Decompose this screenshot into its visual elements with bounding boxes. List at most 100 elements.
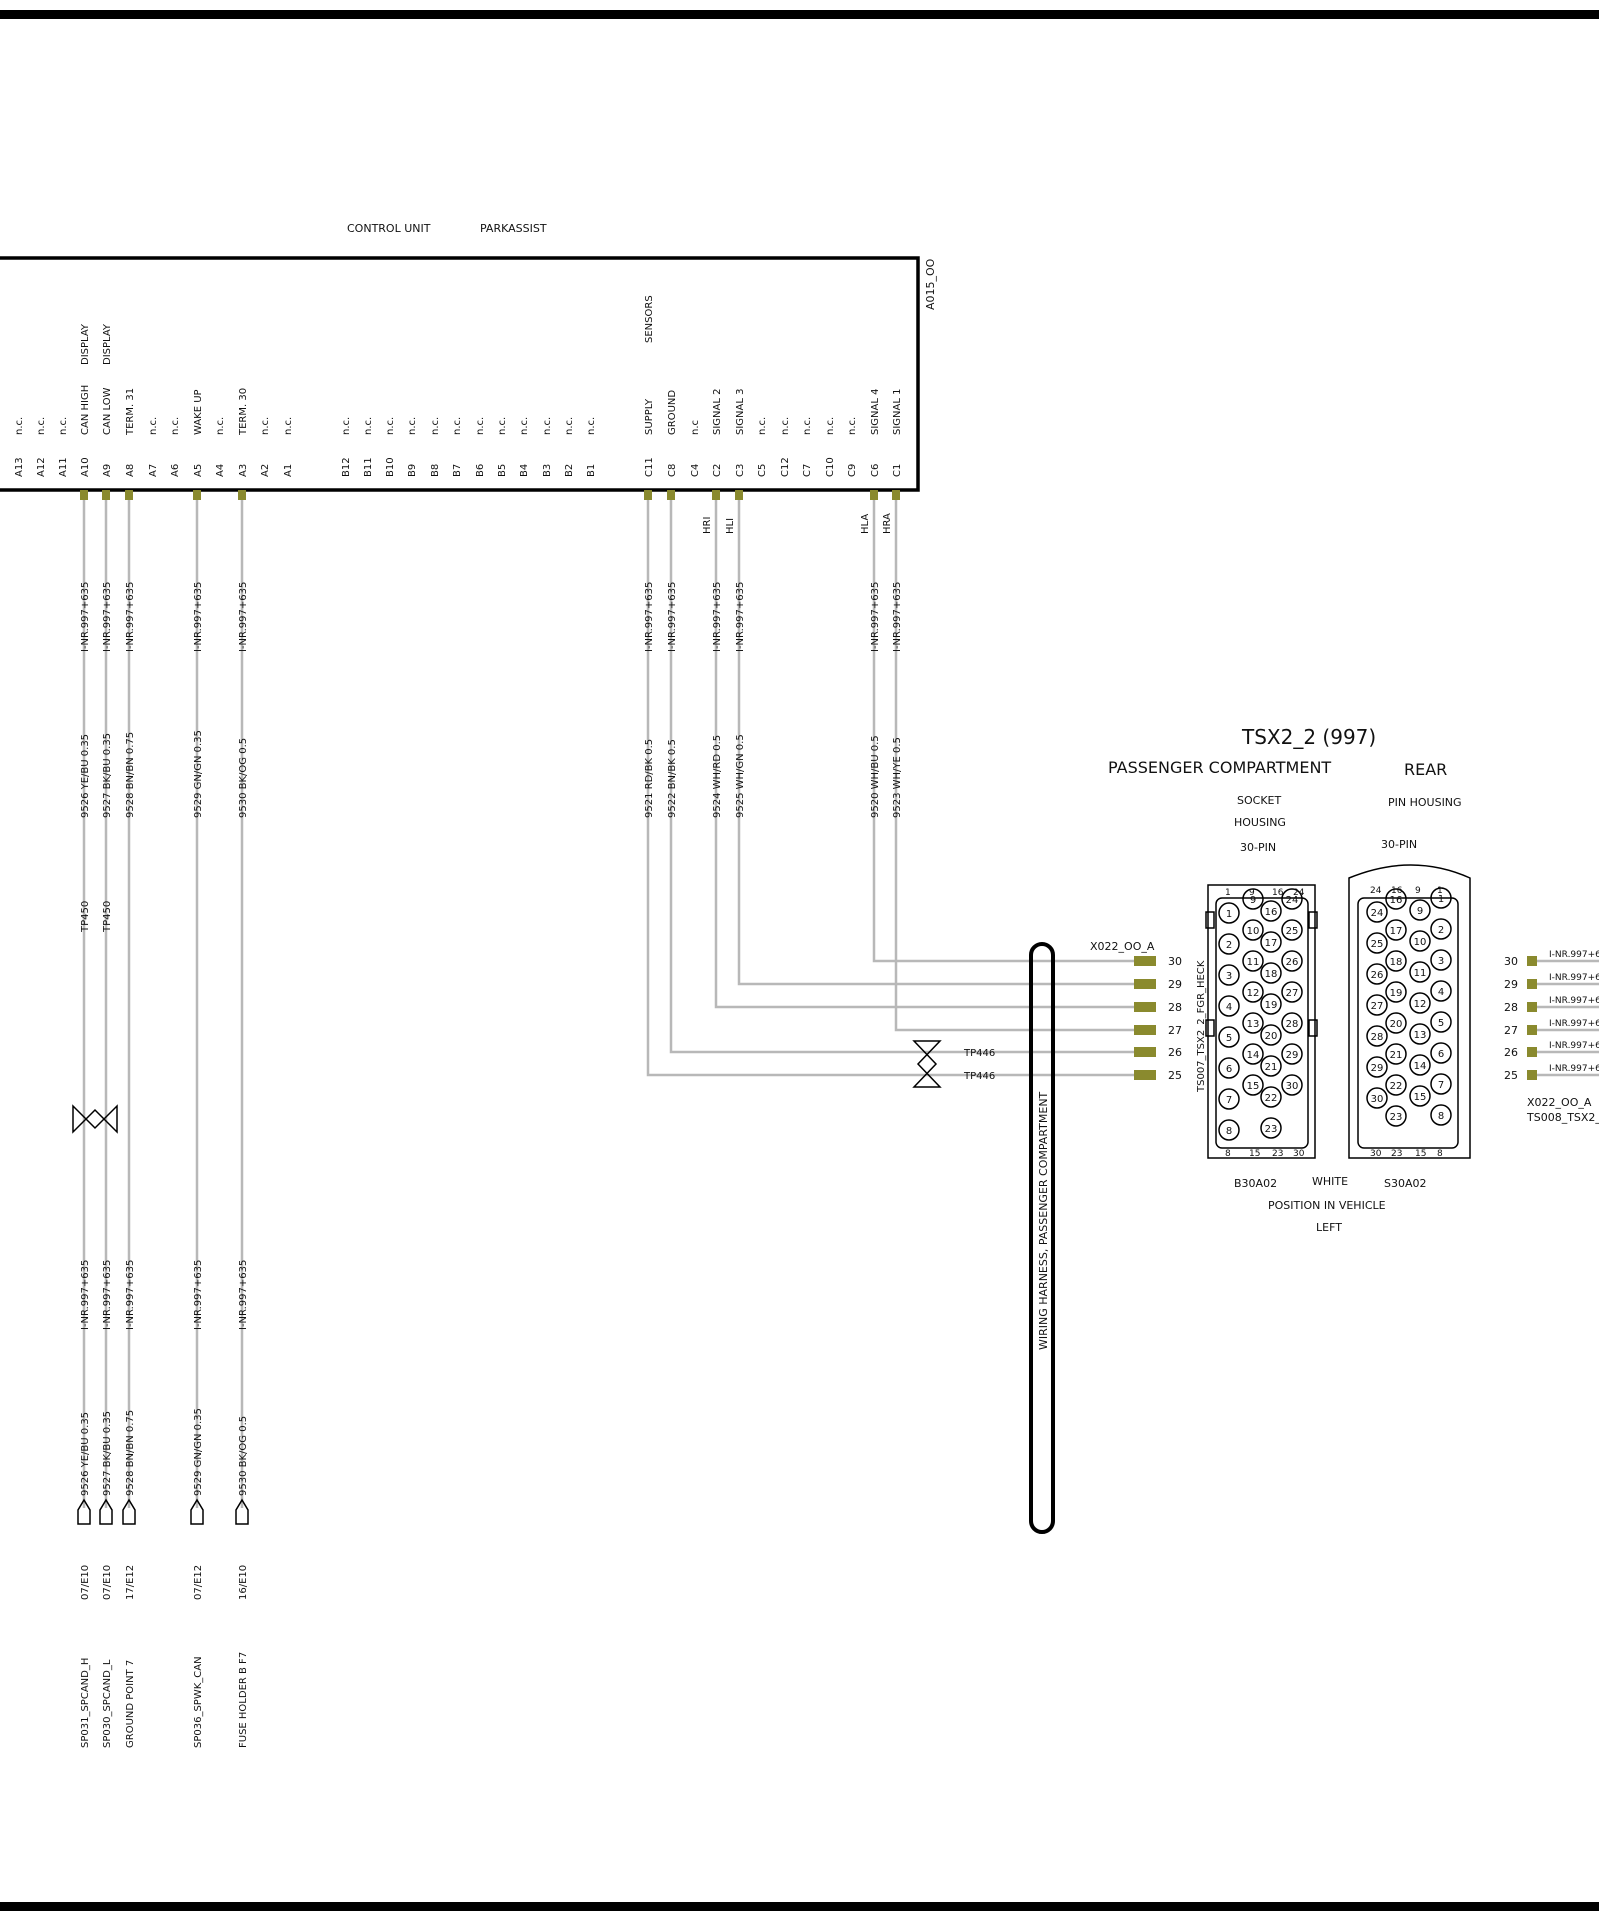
right-pin-number: 30	[1504, 955, 1518, 968]
pin-bottom-index: 8	[1437, 1149, 1443, 1159]
pin-cavity	[1409, 1023, 1431, 1045]
pins_c-color-code: 9524 WH/RD 0.5	[712, 735, 723, 818]
socket-part: B30A02	[1234, 1177, 1277, 1190]
pin-c11-function: SUPPLY	[644, 398, 655, 435]
pins_c-color-code: 9525 WH/GN 0.5	[735, 734, 746, 818]
terminal-pad	[667, 490, 675, 500]
pin-bottom-index: 23	[1391, 1149, 1402, 1159]
terminal-pad	[892, 490, 900, 500]
connector-pin-number: 29	[1168, 978, 1182, 991]
pin-cavity-number: 16	[1390, 895, 1403, 906]
pins_c-insulation: I-NR.997+635	[870, 582, 881, 652]
pin-a6-label: A6	[170, 464, 181, 477]
pin-a12-label: A12	[36, 457, 47, 477]
harness-label: WIRING HARNESS, PASSENGER COMPARTMENT	[1037, 1091, 1050, 1350]
pins_a-insulation: I-NR.997+635	[102, 582, 113, 652]
right-pin-number: 29	[1504, 978, 1518, 991]
pin-cavity-number: 23	[1390, 1112, 1403, 1123]
signal-name: HRA	[882, 513, 893, 534]
pin-c2-label: C2	[712, 464, 723, 477]
pin-cavity-number: 18	[1390, 957, 1403, 968]
pin-c12-function: n.c.	[780, 417, 791, 435]
socket-cavity	[1281, 1074, 1303, 1096]
pin-a4-function: n.c.	[215, 417, 226, 435]
pin-cavity-number: 15	[1414, 1092, 1427, 1103]
insulation-lower: I-NR.997+635	[102, 1260, 113, 1330]
pin-b1-function: n.c.	[586, 417, 597, 435]
pin-a5-label: A5	[193, 464, 204, 477]
pins_c-insulation: I-NR.997+635	[667, 582, 678, 652]
pins_a-color-code: 9528 BN/BN 0.75	[125, 732, 136, 818]
pin-a2-label: A2	[260, 464, 271, 477]
pin-cavity	[1430, 1042, 1452, 1064]
pin-cavity-number: 30	[1371, 1094, 1384, 1105]
terminal-pad	[80, 490, 88, 500]
socket-cavity	[1242, 981, 1264, 1003]
pins_c-color-code: 9523 WH/YE 0.5	[892, 737, 903, 818]
right-insulation: I-NR.997+6	[1549, 950, 1599, 960]
harness-bar	[1029, 942, 1055, 1534]
pins_a-color-code: 9530 BK/OG 0.5	[238, 738, 249, 818]
pin-a1-function: n.c.	[283, 417, 294, 435]
connector-terminal	[1134, 1025, 1156, 1035]
position-label: POSITION IN VEHICLE	[1268, 1199, 1386, 1212]
socket-cavity	[1260, 962, 1282, 984]
socket-top-index: 24	[1293, 888, 1305, 898]
pins_a-color-code: 9527 BK/BU 0.35	[102, 733, 113, 818]
bottom-references: 07/E10SP031_SPCAND_H07/E10SP030_SPCAND_L…	[77, 1498, 249, 1748]
pin-cavity	[1366, 1056, 1388, 1078]
pin-a12-function: n.c.	[36, 417, 47, 435]
control-unit-label: CONTROL UNIT	[347, 222, 431, 235]
pin-b5-function: n.c.	[497, 417, 508, 435]
pin-cavity-number: 22	[1390, 1081, 1403, 1092]
right-terminal	[1527, 1002, 1537, 1012]
terminal-symbol	[235, 1498, 249, 1525]
pin-cavity	[1409, 992, 1431, 1014]
socket-cavity	[1218, 1088, 1240, 1110]
socket-pins: 30-PIN	[1240, 841, 1276, 854]
pin-b3-label: B3	[542, 464, 553, 477]
pin-a10-function: CAN HIGH	[80, 385, 91, 435]
pin-b12-function: n.c.	[341, 417, 352, 435]
pins_c-insulation: I-NR.997+635	[644, 582, 655, 652]
connector-pin-number: 27	[1168, 1024, 1182, 1037]
pins_a-insulation: I-NR.997+635	[193, 582, 204, 652]
pin-cavity	[1385, 1043, 1407, 1065]
socket-latch	[1205, 1019, 1215, 1037]
pin-a13-function: n.c.	[14, 417, 25, 435]
pin-a13-label: A13	[14, 457, 25, 477]
wire	[646, 500, 1134, 1077]
pin-cavity	[1409, 1085, 1431, 1107]
color-code-lower: 9529 GN/GN 0.35	[193, 1408, 204, 1496]
connector-pin-number: 30	[1168, 955, 1182, 968]
terminal-pad	[238, 490, 246, 500]
test-point-label: TP450	[80, 901, 91, 933]
connector-terminal	[1134, 979, 1156, 989]
socket-cavity	[1260, 1117, 1282, 1139]
right-insulation: I-NR.997+6	[1549, 1041, 1599, 1051]
socket-cavity-number: 3	[1226, 971, 1232, 982]
signal-name: HRI	[702, 517, 713, 534]
pin-a8-function: TERM. 31	[125, 388, 136, 436]
pin-c6-label: C6	[870, 464, 881, 477]
pin-a11-function: n.c.	[58, 417, 69, 435]
socket-cavity	[1281, 981, 1303, 1003]
signal-name: HLI	[725, 518, 736, 534]
socket-cavity-number: 6	[1226, 1064, 1232, 1075]
right-pin-number: 28	[1504, 1001, 1518, 1014]
top-border	[0, 10, 1599, 19]
pin-b7-function: n.c.	[452, 417, 463, 435]
box-id: A015_OO	[924, 258, 937, 310]
pin-a4-label: A4	[215, 464, 226, 477]
pin-c3-label: C3	[735, 464, 746, 477]
pin-cavity-number: 1	[1438, 894, 1444, 905]
right-insulation: I-NR.997+6	[1549, 1019, 1599, 1029]
socket-cavity	[1281, 888, 1303, 910]
socket-top-index: 16	[1272, 888, 1284, 898]
connector-terminal	[1134, 956, 1156, 966]
socket-cavity	[1242, 919, 1264, 941]
color-code-lower: 9528 BN/BN 0.75	[125, 1410, 136, 1496]
connector-terminal	[1134, 1070, 1156, 1080]
right-pin-number: 25	[1504, 1069, 1518, 1082]
